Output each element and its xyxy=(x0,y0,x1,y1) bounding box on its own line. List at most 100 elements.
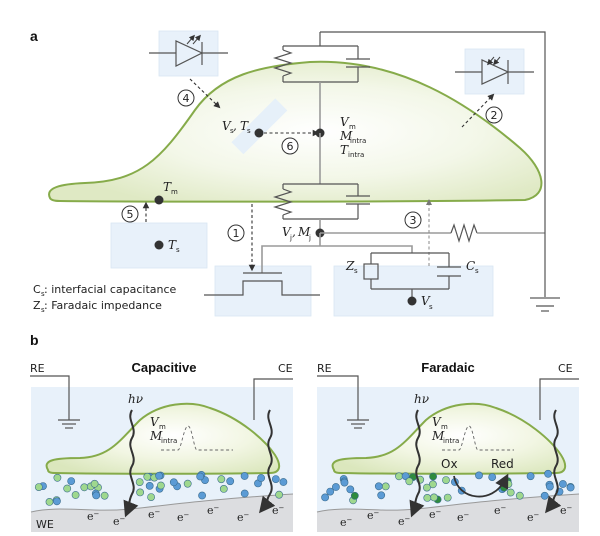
marker-4: 4 xyxy=(177,89,195,107)
svg-text:m: m xyxy=(441,423,448,431)
ion xyxy=(381,482,390,491)
ion xyxy=(326,487,335,496)
faradaic-re-ground-icon xyxy=(347,419,369,429)
marker-3: 3 xyxy=(404,211,422,229)
ion xyxy=(100,491,109,500)
ion xyxy=(135,478,144,486)
svg-text:,: , xyxy=(292,225,296,239)
ox-label: Ox xyxy=(441,457,458,471)
ion xyxy=(488,473,497,481)
svg-text:Z: Z xyxy=(33,299,41,312)
ion xyxy=(540,491,549,500)
capacitive-vm-label: V m xyxy=(150,415,166,431)
svg-text:: Faradaic impedance: : Faradaic impedance xyxy=(44,299,162,312)
faradaic-ions xyxy=(321,469,575,505)
svg-text:V: V xyxy=(340,115,350,129)
capacitive-light-wave-right-icon xyxy=(259,409,276,514)
svg-text:4: 4 xyxy=(183,92,190,105)
capacitive-hv-label: hν xyxy=(128,392,143,406)
electrode-interface-box xyxy=(333,265,494,317)
svg-text:V: V xyxy=(282,225,292,239)
ion xyxy=(34,483,43,491)
capacitive-action-potential-trace xyxy=(161,425,233,451)
svg-text:s: s xyxy=(176,246,180,254)
svg-text:m: m xyxy=(159,423,166,431)
svg-text:,: , xyxy=(233,119,237,133)
label-vs-ts: V s , T s xyxy=(222,119,251,135)
label-tm: T m xyxy=(163,180,178,196)
intracellular-probe xyxy=(231,98,288,155)
svg-text:M: M xyxy=(431,429,445,443)
svg-text:s: s xyxy=(475,267,479,275)
cell-body xyxy=(48,60,543,203)
ion xyxy=(143,472,152,481)
ion xyxy=(321,493,329,502)
faradaic-mintra-label: M intra xyxy=(431,429,459,445)
transistor-box xyxy=(214,265,312,317)
svg-text:s: s xyxy=(354,267,358,275)
svg-text:intra: intra xyxy=(350,137,366,145)
marker-6: 6 xyxy=(281,137,299,155)
ion xyxy=(63,484,72,493)
faradaic-working-electrode xyxy=(317,494,579,532)
label-vs: V s xyxy=(421,294,433,311)
svg-text:T: T xyxy=(240,119,249,133)
svg-text:C: C xyxy=(466,259,475,273)
faradaic-title: Faradaic xyxy=(421,360,474,375)
svg-text:Z: Z xyxy=(345,259,355,273)
ion xyxy=(71,491,80,499)
capacitive-panel: Capacitive RE CE hν V m M intra WE e−e−e… xyxy=(30,360,294,532)
svg-text:T: T xyxy=(340,143,349,157)
label-cs: C s xyxy=(466,259,479,275)
top-membrane-circuit xyxy=(272,31,546,220)
ion xyxy=(374,482,383,491)
capacitive-we-label: WE xyxy=(36,518,54,531)
redox-arrow-icon xyxy=(453,473,509,498)
svg-text:s: s xyxy=(247,127,251,135)
ion xyxy=(147,493,155,501)
ion xyxy=(45,497,54,506)
svg-text:1: 1 xyxy=(233,227,240,240)
ion xyxy=(506,488,515,497)
svg-text:m: m xyxy=(349,123,356,131)
ion xyxy=(183,479,192,488)
ion xyxy=(546,482,554,491)
marker-2: 2 xyxy=(485,106,503,124)
svg-text:j: j xyxy=(308,234,311,242)
ion xyxy=(279,478,288,486)
svg-text:: interfacial capacitance: : interfacial capacitance xyxy=(44,283,177,296)
ion xyxy=(423,493,432,502)
capacitive-re-label: RE xyxy=(30,362,45,375)
svg-text:V: V xyxy=(432,415,442,429)
ion xyxy=(515,491,524,500)
capacitive-working-electrode xyxy=(31,494,293,532)
interface-circuit xyxy=(320,245,461,306)
ion xyxy=(90,479,99,488)
svg-text:j: j xyxy=(289,234,292,242)
ion xyxy=(217,475,226,484)
faradaic-light-wave-left-icon xyxy=(409,409,425,518)
capacitive-ions xyxy=(34,470,288,506)
ion xyxy=(526,472,535,481)
faradaic-hv-label: hν xyxy=(414,392,429,406)
label-ts: T s xyxy=(168,238,180,254)
svg-text:intra: intra xyxy=(443,437,459,445)
ion xyxy=(275,490,283,499)
ion xyxy=(566,483,575,492)
marker-1: 1 xyxy=(227,224,245,242)
ion xyxy=(422,483,431,492)
ion xyxy=(80,483,89,492)
marker-5: 5 xyxy=(121,205,139,223)
led-emitter-icon xyxy=(149,34,228,67)
ion xyxy=(340,478,349,487)
svg-text:s: s xyxy=(41,290,45,298)
ion xyxy=(346,485,355,494)
ion xyxy=(145,481,154,490)
ion xyxy=(67,477,76,485)
svg-text:s: s xyxy=(41,306,45,314)
capacitive-ce-wire xyxy=(253,378,293,420)
capacitive-title: Capacitive xyxy=(131,360,196,375)
ion xyxy=(442,476,450,484)
resistor-icon xyxy=(272,49,294,77)
